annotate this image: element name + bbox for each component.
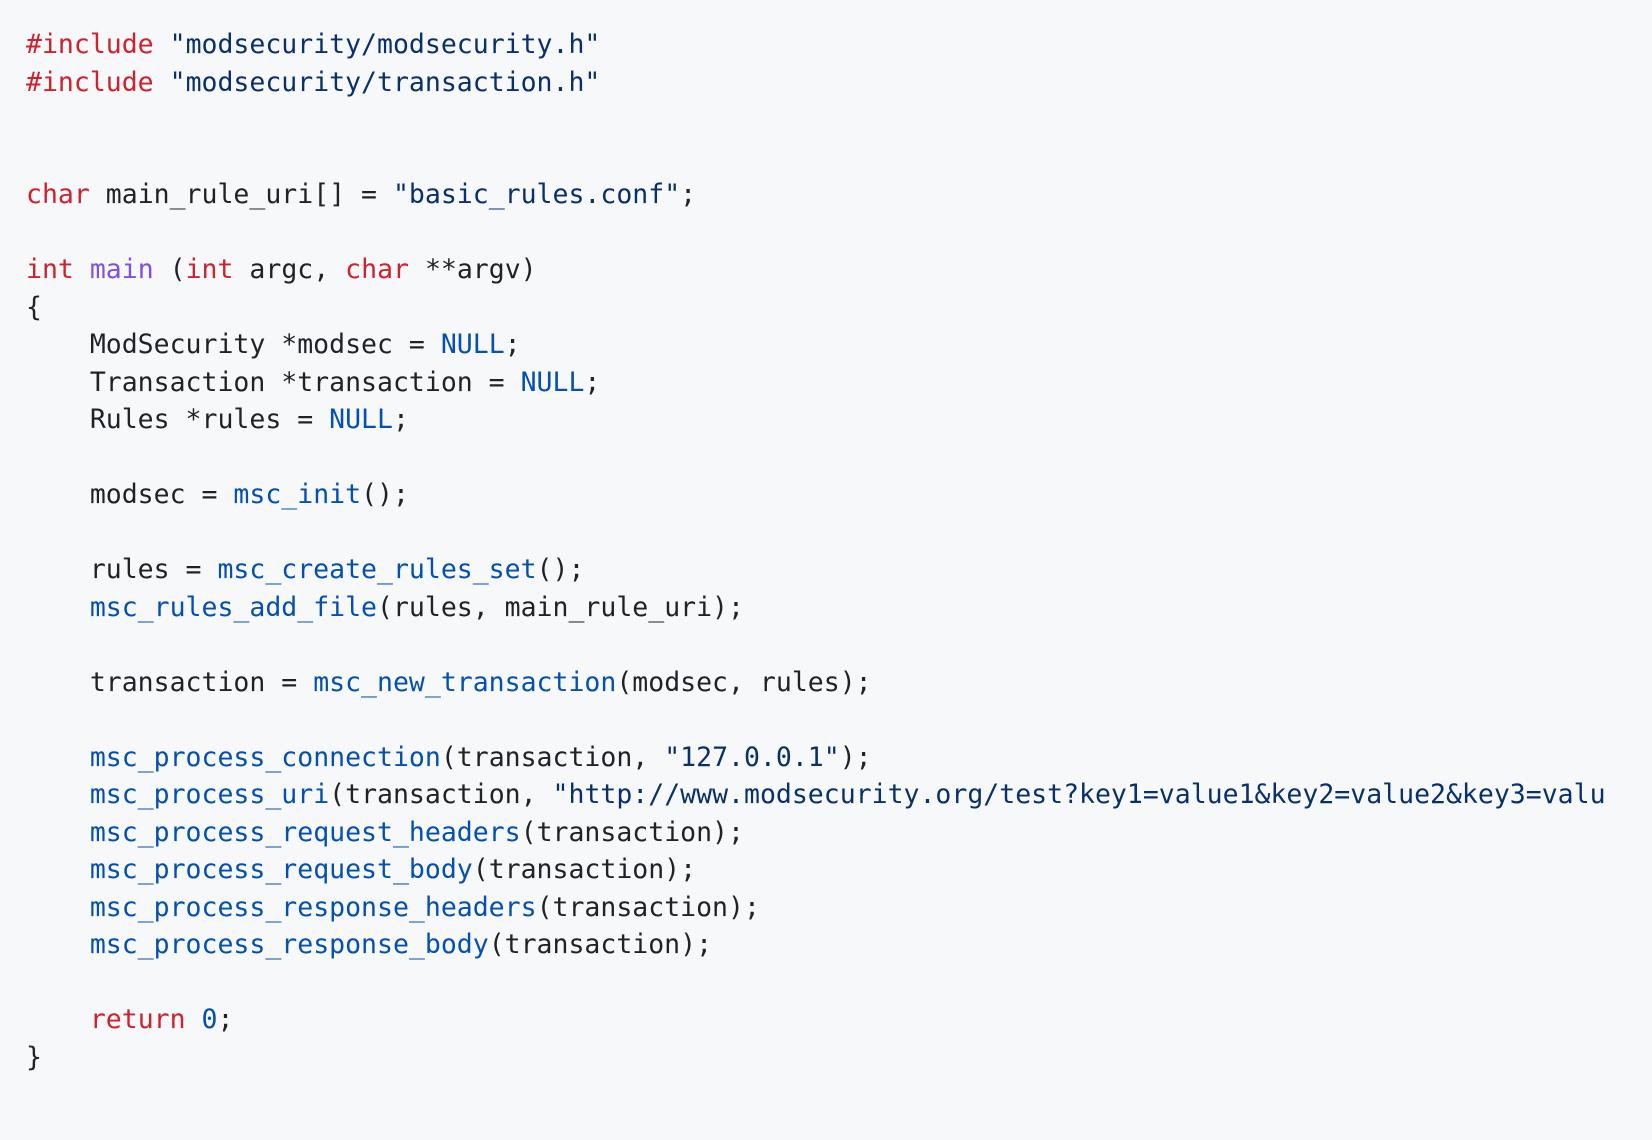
code-keyword: #include (26, 66, 154, 98)
code-string: "http://www.modsecurity.org/test?key1=va… (552, 779, 1606, 810)
code-text: (transaction); (520, 816, 744, 848)
code-text: { (26, 291, 42, 323)
code-string: "modsecurity/modsecurity.h" (169, 29, 601, 60)
code-text: (transaction); (536, 891, 760, 923)
code-line (26, 214, 1652, 252)
code-text: ; (680, 179, 697, 210)
code-string: "modsecurity/transaction.h" (169, 66, 601, 98)
code-text: (transaction, (329, 779, 553, 810)
code-text: (); (536, 554, 585, 585)
code-line: int main (int argc, char **argv) (26, 251, 1652, 289)
code-text: (rules, main_rule_uri); (377, 591, 744, 623)
code-constant: NULL (329, 404, 393, 435)
code-line: msc_process_response_body(transaction); (26, 926, 1652, 964)
code-line: { (26, 289, 1652, 327)
code-text: Transaction *transaction = (26, 366, 521, 398)
code-constant: NULL (520, 366, 585, 398)
code-keyword: return (89, 1004, 186, 1035)
code-text: Rules *rules = (26, 404, 330, 435)
code-text: ; (392, 404, 409, 435)
code-line: } (26, 1039, 1652, 1077)
code-text (26, 817, 90, 848)
code-text (186, 1004, 202, 1035)
code-line: ModSecurity *modsec = NULL; (26, 326, 1652, 364)
code-text: **argv) (408, 254, 537, 285)
code-function-call: msc_process_uri (89, 779, 330, 810)
code-text: ModSecurity *modsec = (26, 329, 441, 360)
code-line: #include "modsecurity/modsecurity.h" (26, 26, 1652, 64)
code-function-name: main (89, 254, 154, 285)
code-text (26, 854, 90, 885)
code-text (26, 592, 90, 623)
code-text: main_rule_uri[] = (89, 179, 393, 210)
code-line: transaction = msc_new_transaction(modsec… (26, 664, 1652, 702)
code-keyword: int (185, 254, 234, 285)
code-text: rules = (26, 554, 218, 585)
code-text: (); (361, 479, 409, 510)
code-text: transaction = (26, 666, 314, 698)
code-keyword: char (345, 254, 409, 285)
code-text (26, 742, 90, 773)
code-text: ; (584, 366, 601, 398)
code-line (26, 101, 1652, 139)
code-text (154, 67, 170, 98)
code-function-call: msc_process_response_body (89, 929, 489, 960)
code-line: #include "modsecurity/transaction.h" (26, 64, 1652, 102)
code-text: (transaction, (440, 741, 665, 773)
code-line: msc_process_request_body(transaction); (26, 851, 1652, 889)
code-line (26, 439, 1652, 477)
code-function-call: msc_process_request_body (89, 854, 473, 885)
code-keyword: int (26, 254, 74, 285)
code-function-call: msc_process_request_headers (89, 816, 521, 848)
code-text: ; (504, 329, 521, 360)
code-line: msc_rules_add_file(rules, main_rule_uri)… (26, 589, 1652, 627)
code-line (26, 514, 1652, 552)
code-line: Rules *rules = NULL; (26, 401, 1652, 439)
code-text: } (26, 1041, 42, 1073)
code-function-call: msc_init (233, 479, 362, 510)
code-function-call: msc_process_response_headers (89, 891, 537, 923)
code-text: (transaction); (488, 929, 713, 960)
code-text: modsec = (26, 479, 234, 510)
code-line: char main_rule_uri[] = "basic_rules.conf… (26, 176, 1652, 214)
code-line: msc_process_request_headers(transaction)… (26, 814, 1652, 852)
code-line: msc_process_uri(transaction, "http://www… (26, 776, 1652, 814)
code-function-call: msc_rules_add_file (89, 591, 378, 623)
code-line: msc_process_response_headers(transaction… (26, 889, 1652, 927)
code-text (26, 1004, 90, 1035)
code-line (26, 139, 1652, 177)
code-text (26, 779, 90, 810)
code-text (154, 29, 170, 60)
code-line: msc_process_connection(transaction, "127… (26, 739, 1652, 777)
code-line (26, 701, 1652, 739)
code-function-call: msc_create_rules_set (217, 554, 537, 585)
code-keyword: char (26, 179, 90, 210)
code-string: "basic_rules.conf" (392, 179, 681, 210)
code-text: ; (217, 1004, 234, 1035)
code-function-call: msc_new_transaction (313, 666, 617, 698)
code-text: argc, (233, 254, 346, 285)
code-line (26, 626, 1652, 664)
code-text: ); (839, 741, 872, 773)
code-line: rules = msc_create_rules_set(); (26, 551, 1652, 589)
code-line (26, 964, 1652, 1002)
code-line: Transaction *transaction = NULL; (26, 364, 1652, 402)
code-constant: NULL (440, 329, 505, 360)
code-line: return 0; (26, 1001, 1652, 1039)
code-keyword: #include (26, 29, 154, 60)
code-text: ( (153, 254, 186, 285)
code-text (26, 892, 90, 923)
code-text (74, 254, 90, 285)
code-text: (modsec, rules); (616, 666, 872, 698)
code-line: modsec = msc_init(); (26, 476, 1652, 514)
code-text (26, 929, 90, 960)
code-text: (transaction); (472, 854, 697, 885)
code-function-call: msc_process_connection (89, 741, 441, 773)
code-constant: 0 (201, 1004, 218, 1035)
code-string: "127.0.0.1" (664, 741, 840, 773)
